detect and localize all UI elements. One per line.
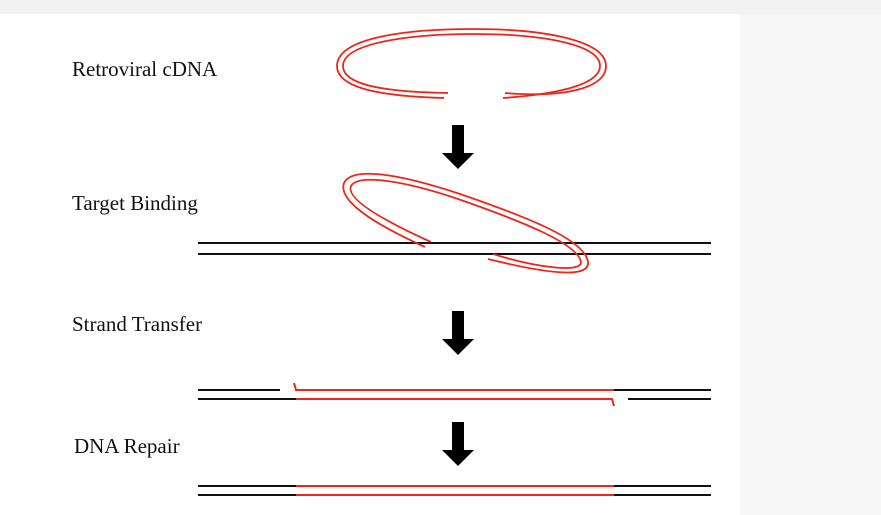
step-label-dna-repair: DNA Repair <box>74 434 180 458</box>
down-arrow-3 <box>442 422 474 466</box>
diagram-panel <box>0 14 740 515</box>
host-dna-strand-transfer <box>198 389 711 400</box>
viral-dna-integrated <box>296 485 614 496</box>
step-label-strand-transfer: Strand Transfer <box>72 312 203 336</box>
retroviral-cdna-loop <box>336 28 607 99</box>
host-dna-repaired <box>198 485 711 496</box>
down-arrow-1 <box>442 125 474 169</box>
host-dna-target <box>198 242 711 255</box>
viral-dna-bound-loop <box>342 172 589 274</box>
page-margin <box>740 14 881 515</box>
step-label-retroviral-cdna: Retroviral cDNA <box>72 57 218 81</box>
down-arrow-2 <box>442 311 474 355</box>
viral-dna-integrated-gapped <box>293 382 615 407</box>
step-label-target-binding: Target Binding <box>72 191 198 215</box>
